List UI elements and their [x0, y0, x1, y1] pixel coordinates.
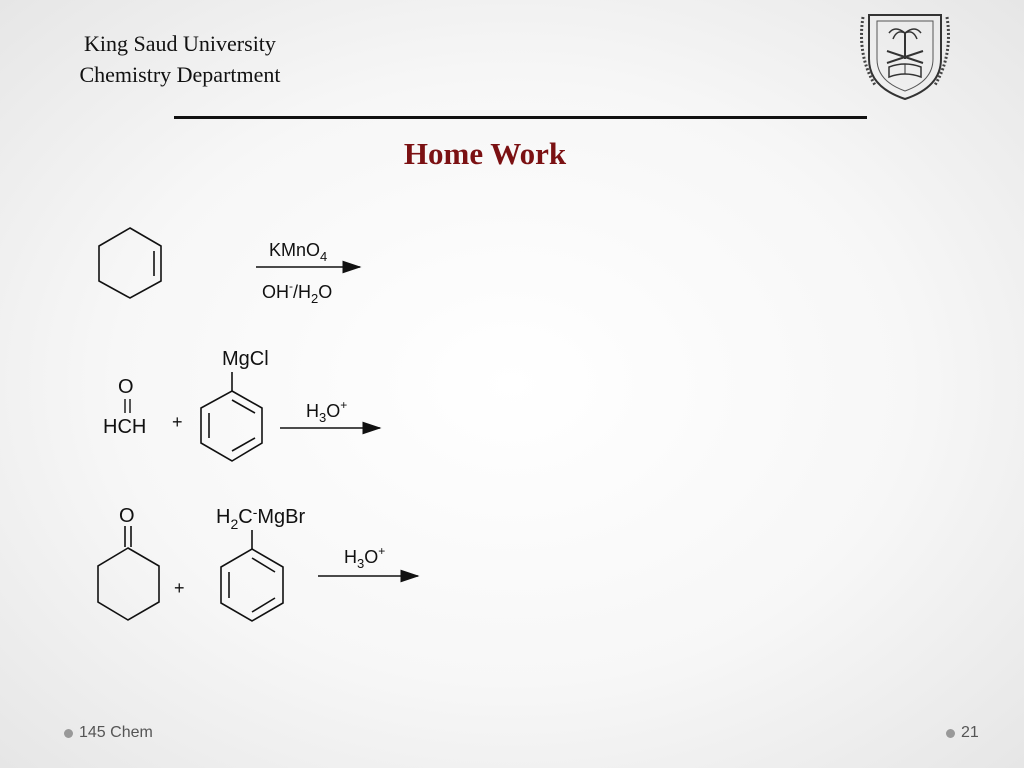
- page-number: 21: [961, 724, 979, 741]
- department-name: Chemistry Department: [79, 62, 281, 87]
- cyclohexanone-structure: [97, 526, 160, 621]
- header-divider: [174, 116, 867, 119]
- formaldehyde-structure: O HCH: [103, 376, 146, 438]
- footer-page: 21: [946, 724, 979, 742]
- grignard-h2c-mgbr: H2C-MgBr: [216, 504, 305, 532]
- formaldehyde-hch: HCH: [103, 416, 146, 438]
- bullet-icon: [946, 728, 955, 738]
- reagent-h3o-plus-2: H3O+: [306, 398, 347, 425]
- university-name: King Saud University: [84, 31, 276, 56]
- plus-sign-2: +: [172, 412, 183, 432]
- reagent-oh-h2o: OH-/H2O: [262, 279, 332, 306]
- slide-title: Home Work: [403, 136, 567, 171]
- reagent-kmno4: KMnO4: [269, 240, 327, 264]
- reagent-h3o-plus-3: H3O+: [344, 544, 385, 571]
- footer-course: 145 Chem: [64, 724, 153, 742]
- formaldehyde-oxygen: O: [118, 376, 134, 398]
- phenylmagnesium-chloride-structure: [200, 372, 263, 462]
- bullet-icon: [64, 728, 73, 738]
- course-label: 145 Chem: [79, 724, 153, 741]
- cyclohexene-structure: [98, 227, 162, 299]
- header-text: King Saud University Chemistry Departmen…: [60, 28, 300, 90]
- king-saud-university-seal-icon: [860, 14, 950, 101]
- benzylmagnesium-bromide-structure: [220, 530, 284, 622]
- plus-sign-3: +: [174, 578, 185, 598]
- cyclohexanone-oxygen: O: [119, 505, 135, 527]
- grignard-mgcl: MgCl: [222, 348, 269, 370]
